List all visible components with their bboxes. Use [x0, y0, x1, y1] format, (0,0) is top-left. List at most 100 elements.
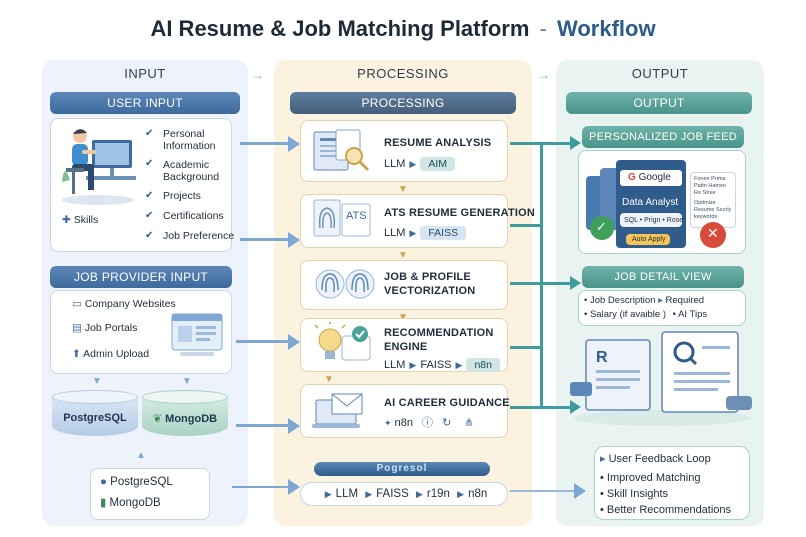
reject-badge: [700, 222, 726, 248]
feedback-item: • Improved Matching: [600, 472, 701, 484]
job-provider-header: JOB PROVIDER INPUT: [50, 266, 232, 288]
fingerprint-resume-icon: [313, 199, 371, 237]
node-icon: ✦: [384, 418, 392, 428]
tech-stack-item: n8n: [468, 488, 488, 500]
tech-stack-item: LLM: [335, 488, 359, 500]
step-title: JOB & PROFILE VECTORIZATION: [384, 271, 476, 297]
auto-apply-label: Auto Apply: [632, 236, 666, 243]
close-icon: ✕: [707, 225, 719, 241]
step-tech-row: LLM▶FAISS: [384, 226, 467, 240]
job-provider-item: Job Portals: [84, 322, 138, 334]
tech-chip: FAISS: [420, 226, 467, 240]
postgresql-label: PostgreSQL: [63, 412, 127, 424]
job-feed-header: PERSONALIZED JOB FEED: [582, 126, 744, 148]
step-title: RECOMMENDATION ENGINE: [384, 327, 494, 353]
blurred-database-label: Pogresol: [314, 462, 490, 476]
monitor-icon: ▭: [72, 298, 82, 310]
tech-label: FAISS: [420, 359, 452, 371]
check-circle-icon: ✔: [145, 128, 154, 139]
play-icon: ▶: [415, 489, 423, 499]
auto-apply-badge: [626, 234, 670, 245]
play-icon: ▶: [324, 489, 332, 499]
arrow-head-icon: [570, 136, 581, 150]
feedback-title: User Feedback Loop: [608, 453, 711, 465]
database-icon: ●: [100, 476, 107, 488]
down-arrow-icon: ▼: [182, 376, 192, 387]
title-sub: Workflow: [556, 16, 656, 41]
skills-row: ✚ Skills: [62, 214, 98, 226]
document-magnifier-icon: [313, 129, 370, 172]
google-logo-icon: G: [628, 172, 636, 183]
play-icon: ▶: [455, 360, 463, 370]
play-icon: ▶: [409, 159, 417, 169]
flow-arrow-icon: →: [538, 68, 550, 82]
documents-illustration-icon: R: [570, 331, 752, 426]
fingerprint-pair-icon: [315, 269, 375, 299]
tech-stack-item: r19n: [426, 488, 450, 500]
share-icon: ⋔: [464, 417, 474, 429]
title-main: AI Resume & Job Matching Platform: [150, 16, 530, 41]
step-tech-row: ✦ n8n ⓘ ↻ ⋔: [384, 414, 474, 430]
tech-chip: AIM: [420, 157, 455, 171]
connector-line: [540, 142, 543, 408]
play-icon: ▶: [365, 489, 373, 499]
down-arrow-icon: ▼: [92, 376, 102, 387]
storage-panel: [90, 468, 210, 520]
tech-label: n8n: [394, 417, 413, 429]
leaf-icon: ❦: [152, 413, 163, 425]
step-title: ATS RESUME GENERATION: [384, 207, 536, 219]
upload-icon: ⬆: [72, 348, 81, 360]
flow-arrow: [232, 479, 300, 495]
side-note-text: Optimize Resume Secrly keywords: [694, 200, 732, 220]
user-input-item: Academic Background: [163, 159, 220, 183]
play-icon: ▶: [457, 489, 465, 499]
output-header: OUTPUT: [566, 92, 752, 114]
user-input-header: USER INPUT: [50, 92, 240, 114]
flow-arrow: [236, 334, 300, 350]
step-tech-row: LLM▶AIM: [384, 157, 455, 171]
envelope-laptop-icon: [312, 393, 363, 428]
job-card-brand: G Google: [628, 172, 671, 183]
down-arrow-icon: ▼: [398, 184, 408, 195]
user-input-item: Certifications: [163, 210, 224, 222]
job-provider-item: Company Websites: [84, 298, 176, 310]
tech-chip: n8n: [466, 358, 500, 372]
flow-arrow: [240, 136, 300, 152]
down-arrow-icon: ▼: [398, 312, 408, 323]
step-title: AI CAREER GUIDANCE: [384, 397, 510, 409]
company-websites-row: ▭ Company Websites: [72, 298, 176, 310]
step-tech-row: LLM▶FAISS▶n8n: [384, 358, 500, 372]
user-input-item: Projects: [163, 190, 201, 202]
diagram-title: AI Resume & Job Matching Platform - Work…: [0, 16, 806, 42]
output-column-heading: OUTPUT: [631, 66, 689, 81]
job-detail-row: • Salary (if avaible ) • AI Tips: [584, 309, 708, 320]
mongodb-label: ❦ MongoDB: [152, 413, 218, 425]
job-card-title: Data Analyst: [622, 197, 679, 208]
up-arrow-icon: ▲: [136, 450, 146, 461]
check-circle-icon: ✔: [145, 210, 154, 221]
feedback-arrow: [510, 483, 586, 499]
connector-line: [510, 282, 572, 285]
flow-arrow: [236, 418, 300, 434]
storage-postgres-row: ● PostgreSQL: [100, 476, 173, 488]
processing-header: PROCESSING: [290, 92, 516, 114]
feedback-item: • Better Recommendations: [600, 504, 732, 516]
storage-mongo-row: ▮ MongoDB: [100, 497, 161, 509]
job-card-skills: SQL • Prign • Rose: [624, 217, 684, 224]
job-card-skills-box: [620, 213, 682, 227]
check-circle-icon: ✔: [145, 230, 154, 241]
user-input-item: Personal Information: [163, 128, 216, 152]
user-at-desk-icon: [62, 129, 136, 205]
admin-upload-row: ⬆ Admin Upload: [72, 348, 149, 360]
flow-arrow: [240, 232, 300, 248]
mongodb-database: ❦ MongoDB: [142, 390, 228, 442]
accept-badge: [590, 216, 614, 240]
down-arrow-icon: ▼: [324, 374, 334, 385]
feedback-item: • Skill Insights: [600, 488, 669, 500]
postgresql-database: PostgreSQL: [52, 390, 138, 442]
processing-column-heading: PROCESSING: [357, 66, 449, 81]
tech-stack-bar: ▶LLM ▶FAISS ▶r19n ▶n8n: [300, 482, 508, 506]
browser-window-icon: [171, 313, 223, 356]
side-note-card: [690, 172, 736, 228]
tech-label: LLM: [384, 227, 406, 239]
